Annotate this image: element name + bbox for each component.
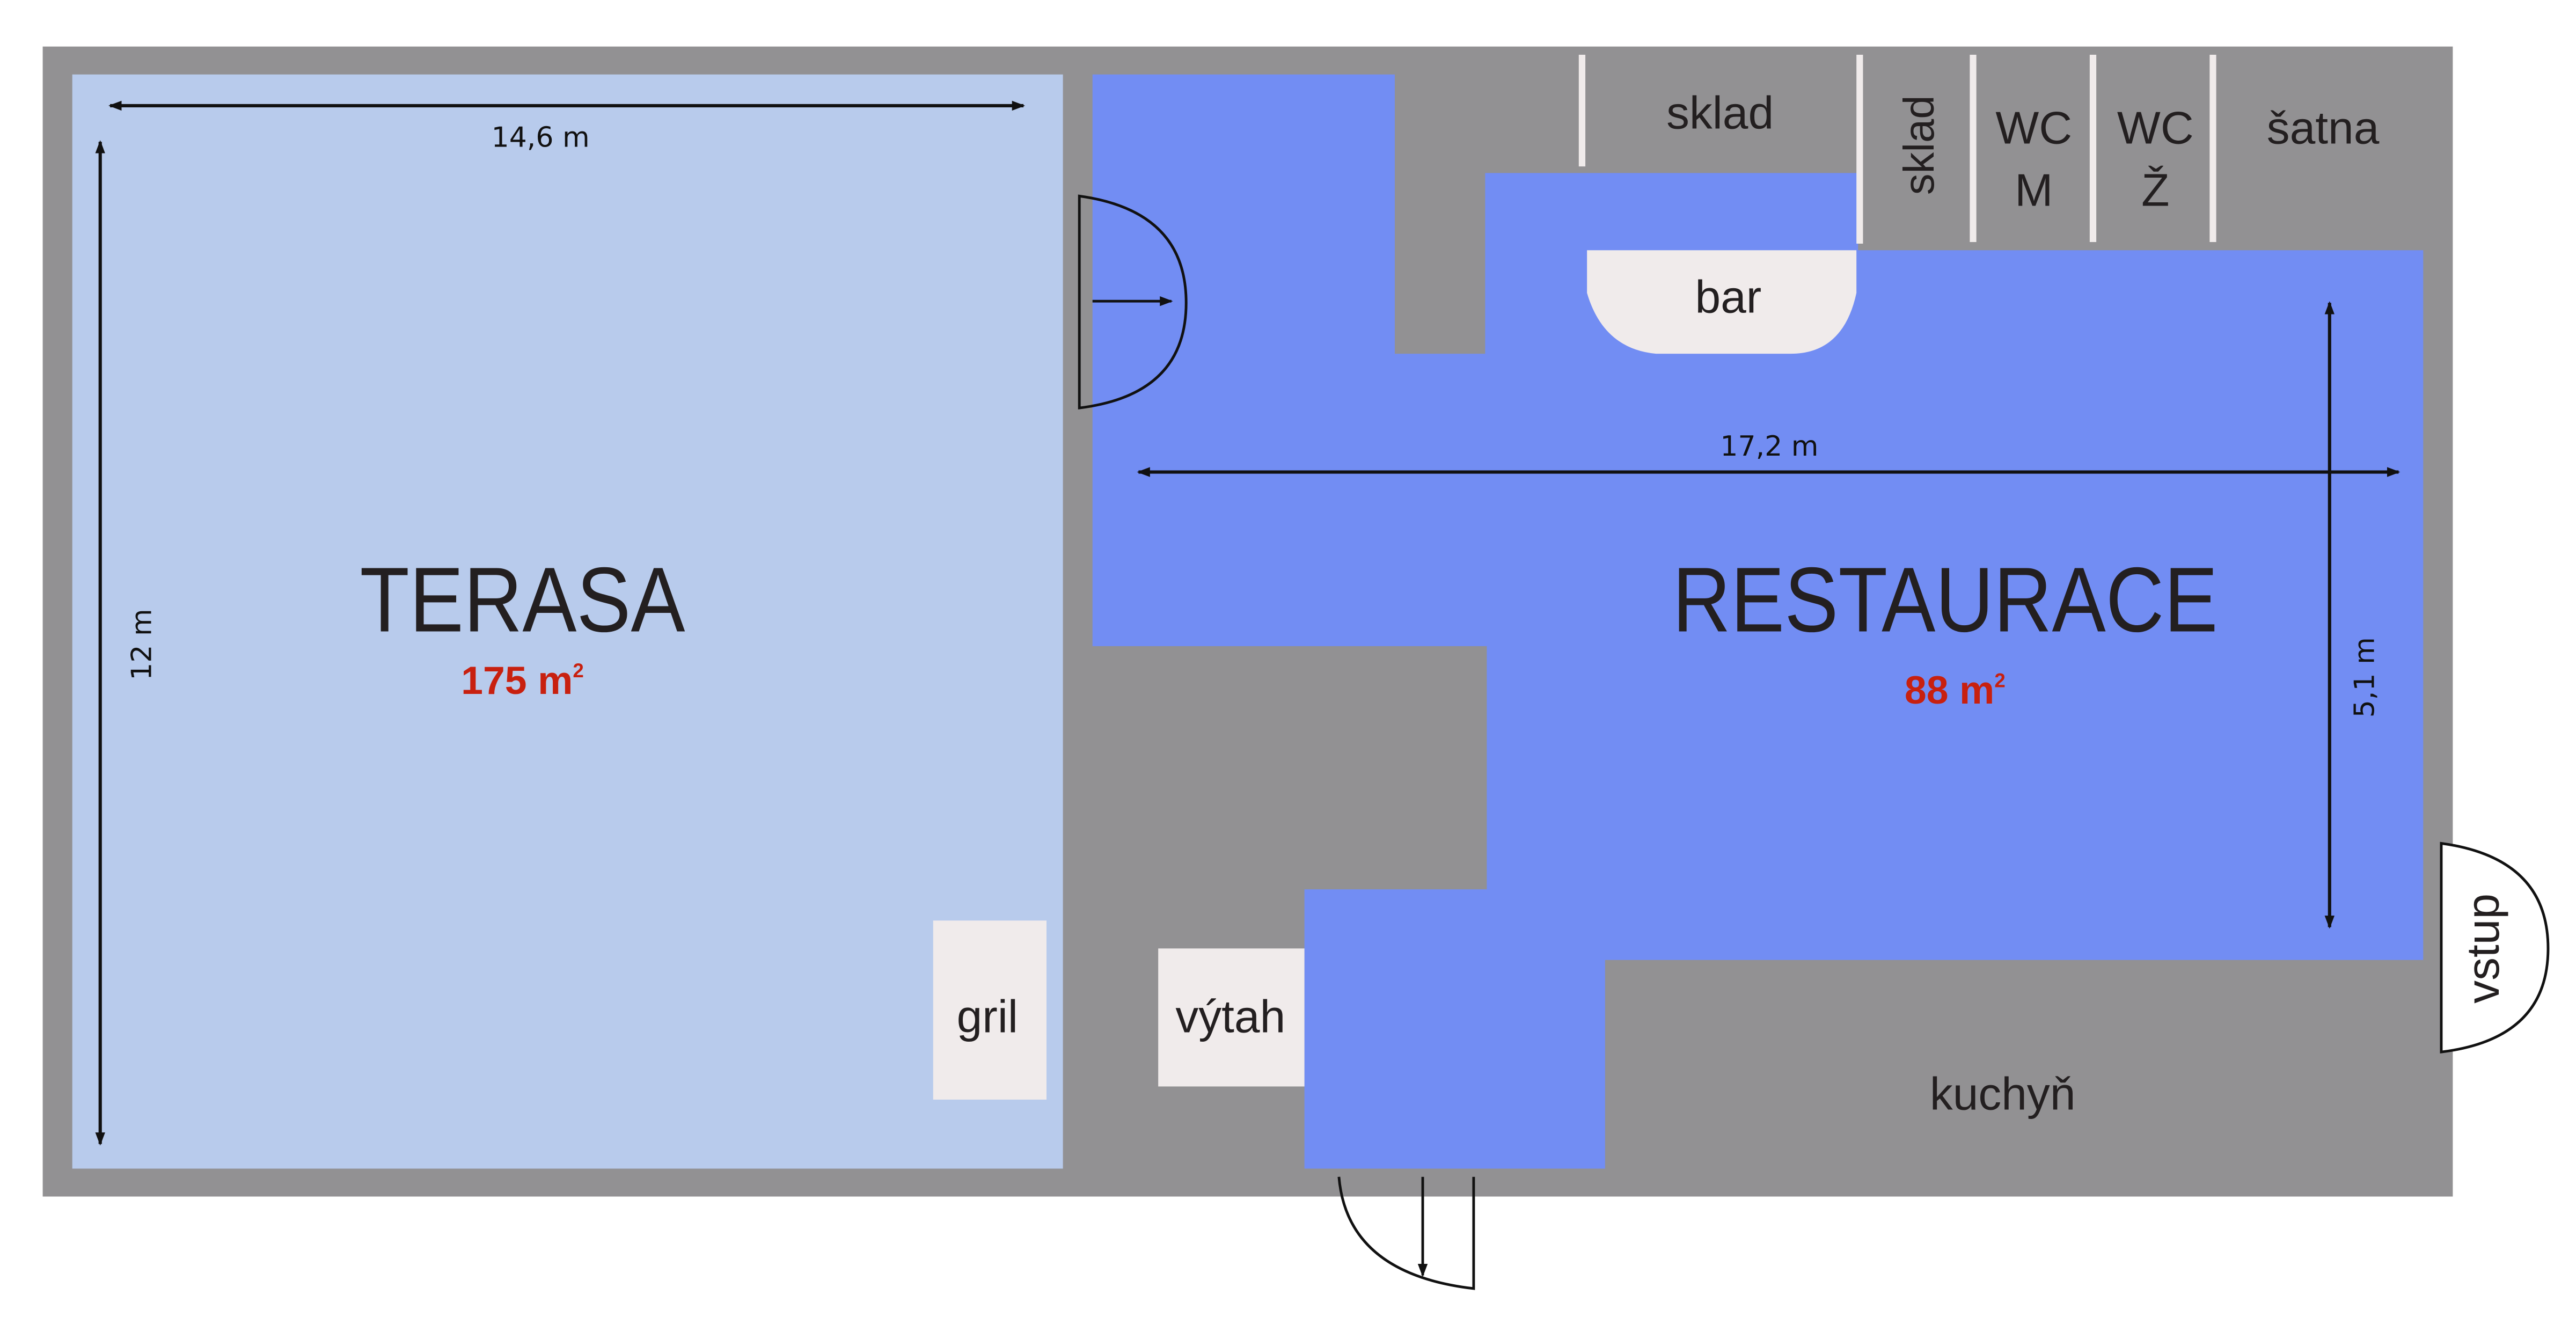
bar-label: bar — [1695, 272, 1761, 323]
door-terasa[interactable] — [1078, 194, 1188, 409]
satna-label: šatna — [2267, 102, 2380, 153]
vstup-label: vstup — [2457, 894, 2509, 1004]
kuchyn-label: kuchyň — [1930, 1068, 2076, 1120]
sklad-label: sklad — [1666, 87, 1774, 139]
restaurace-title: RESTAURACE — [1672, 548, 2218, 651]
gril-fixture — [933, 920, 1046, 1100]
restaurace-area-label: 88 m2 — [1905, 668, 2006, 712]
restaurace-height-label: 5,1 m — [2348, 637, 2381, 718]
dimension-lines — [95, 100, 2401, 1146]
door-back[interactable] — [1337, 1176, 1475, 1290]
restaurace-area — [1092, 74, 2424, 1169]
terasa-area — [72, 74, 1063, 1169]
gril-label: gril — [957, 991, 1018, 1042]
door-vstup[interactable] — [2440, 842, 2550, 1053]
vytah-elevator — [1158, 948, 1305, 1087]
terasa-title: TERASA — [360, 548, 685, 651]
restaurace-width-label: 17,2 m — [1720, 430, 1818, 463]
sklad-small-label: sklad — [1895, 95, 1943, 195]
terasa-area-label: 175 m2 — [461, 658, 584, 703]
terasa-height-label: 12 m — [126, 609, 158, 680]
vytah-label: výtah — [1175, 991, 1285, 1042]
partition-walls — [1578, 54, 2216, 244]
terasa-width-label: 14,6 m — [492, 121, 590, 153]
bar-counter — [1587, 250, 1857, 354]
